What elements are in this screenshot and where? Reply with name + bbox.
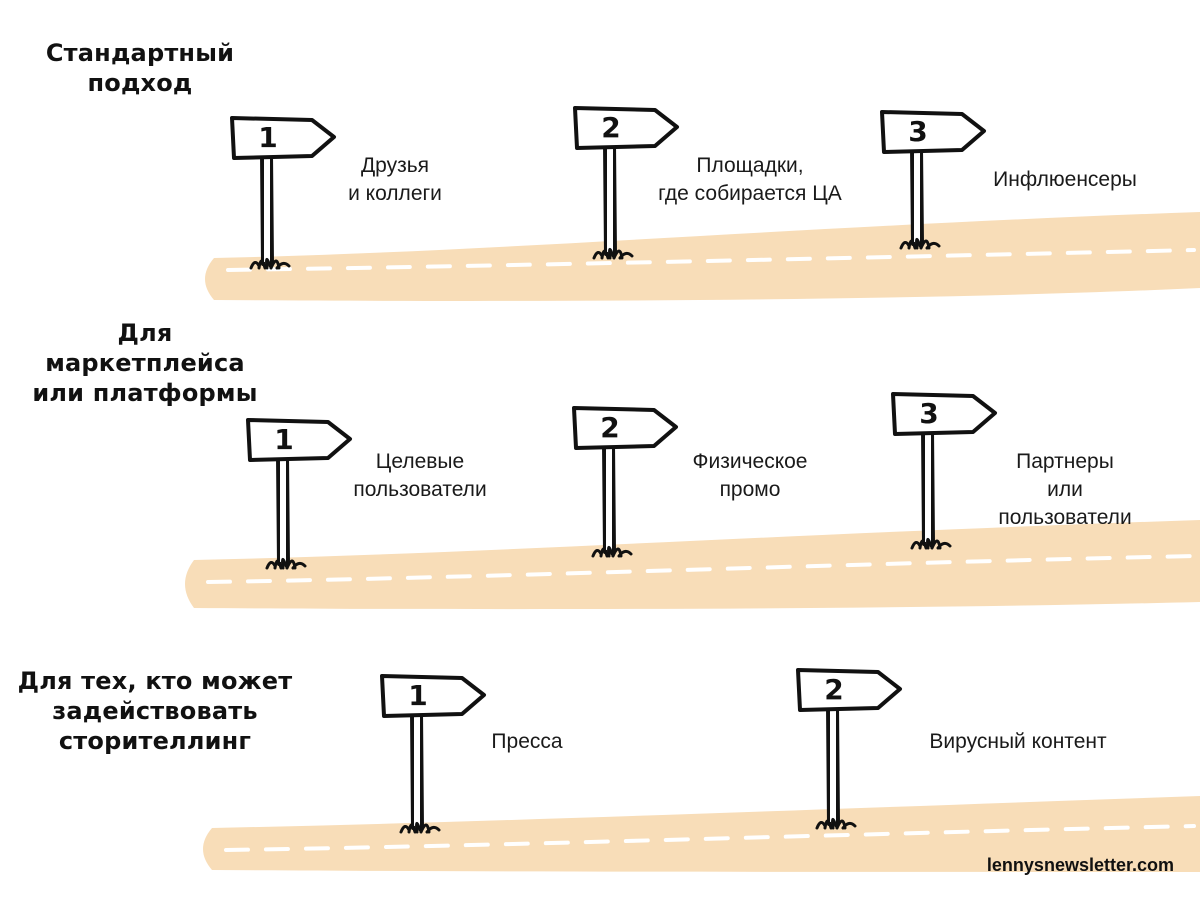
signpost-row3-step1: 1 [380,674,486,834]
row-1-step-1-label: Друзья и коллеги [348,154,442,205]
watermark: lennysnewsletter.com [986,855,1174,875]
signpost-row2-step2-number: 2 [600,411,619,444]
signpost-row3-step2-number: 2 [824,673,843,706]
row-3-step-1-label: Пресса [491,730,563,753]
row-2-step-2-label: Физическое промо [692,450,808,501]
signpost-row2-step3-number: 3 [919,397,938,430]
row-1-title: Стандартный подход [45,39,235,97]
row-1-step-3-label: Инфлюенсеры [993,168,1137,191]
signpost-row1-step1-number: 1 [258,121,277,154]
row-2-step-3-label: Партнеры или пользователи [998,450,1132,529]
signpost-row2-step1-number: 1 [274,423,293,456]
road-1 [205,212,1200,301]
row-2-title: Для маркетплейса или платформы [32,319,258,407]
signpost-row1-step3: 3 [880,110,986,250]
row-1-step-2-label: Площадки, где собирается ЦА [658,154,842,205]
signpost-row2-step1: 1 [246,418,352,570]
row-2-step-1-label: Целевые пользователи [353,450,487,501]
row-3-step-2-label: Вирусный контент [929,730,1107,753]
signpost-row1-step1: 1 [230,116,336,270]
signpost-row3-step2: 2 [796,668,902,830]
row-3-title: Для тех, кто может задействовать сторите… [17,667,293,755]
signpost-row1-step2: 2 [573,106,679,260]
signpost-row1-step3-number: 3 [908,115,927,148]
signpost-row2-step2: 2 [572,406,678,558]
signpost-row2-step3: 3 [891,392,997,550]
road-3 [203,796,1200,872]
road-2 [185,520,1200,610]
signpost-row3-step1-number: 1 [408,679,427,712]
signpost-row1-step2-number: 2 [601,111,620,144]
